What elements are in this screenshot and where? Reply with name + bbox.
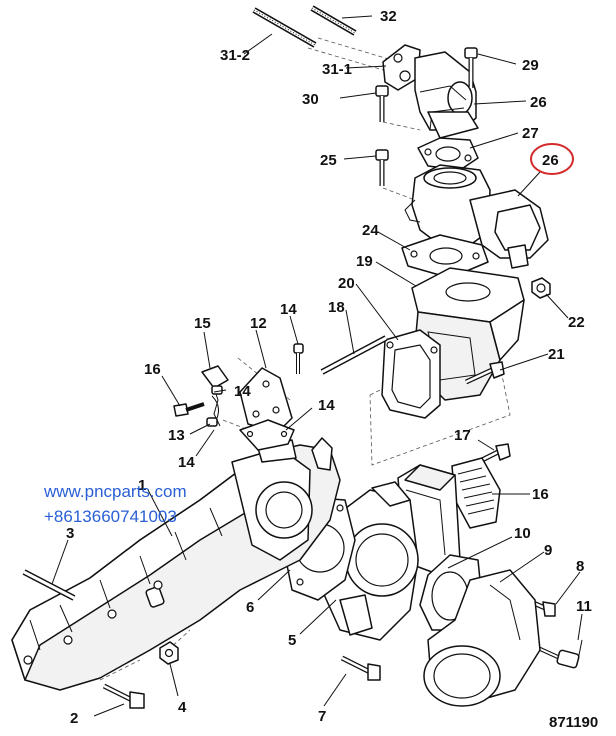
callout-8: 8 [576, 558, 584, 575]
part-30-gasket [417, 137, 479, 171]
part-13-hose [206, 395, 219, 427]
callout-6: 6 [246, 599, 254, 616]
part-3-stud [22, 569, 76, 601]
part-17-fitting [201, 365, 229, 427]
callout-16: 14 [280, 301, 297, 318]
callout-5: 5 [288, 632, 296, 649]
callout-22: 19 [356, 253, 373, 270]
callout-labels: 32 31-2 31-1 30 29 26 27 25 24 19 20 22 … [66, 8, 598, 731]
part-27-gasket [401, 234, 489, 279]
callout-11: 11 [576, 598, 592, 615]
part-16-bolt [293, 343, 304, 374]
part-15-gasket [239, 419, 295, 451]
callout-30: 27 [522, 125, 539, 142]
callout-31-1: 29 [522, 57, 539, 74]
callout-27: 24 [362, 222, 379, 239]
part-22-housing [411, 267, 525, 401]
part-23-gasket [381, 329, 441, 419]
callout-20: 17 [454, 427, 471, 444]
part-14-clip [211, 385, 223, 395]
watermark-phone: +8613660741003 [44, 507, 177, 526]
callout-10: 10 [514, 525, 531, 542]
callout-33: 31-2 [220, 47, 250, 64]
callout-26-highlight-circle [530, 143, 574, 175]
part-26-egr-valve [404, 164, 549, 269]
callout-1: 1 [138, 477, 146, 494]
part-21-stud [320, 335, 388, 375]
callout-13: 13 [168, 427, 185, 444]
part-12-bracket [239, 367, 293, 433]
part-2-bolt [102, 683, 145, 709]
alignment-lines [99, 37, 511, 681]
callout-21: 18 [328, 299, 345, 316]
part-24-bolt [464, 361, 505, 385]
callout-14-b: 14 [178, 454, 195, 471]
part-31-1-bolt [464, 47, 478, 88]
part-18-bolt [173, 402, 205, 417]
callout-19: 16 [532, 486, 549, 503]
part-31-2-bolt [375, 85, 389, 122]
part-28-bolt [375, 149, 389, 186]
callout-28: 25 [320, 152, 337, 169]
part-19-cooler [451, 457, 501, 529]
callout-24: 21 [548, 346, 565, 363]
callout-31-2: 30 [302, 91, 319, 108]
callout-23: 20 [338, 275, 355, 292]
part-7-bolt [340, 655, 381, 681]
part-32-gasket [382, 44, 421, 91]
callout-18: 16 [144, 361, 161, 378]
callout-7: 7 [318, 708, 326, 725]
callout-14-a: 14 [234, 383, 251, 400]
part-11-sensor [537, 639, 583, 669]
part-9-outlet-housing [423, 569, 541, 707]
callout-34: 32 [380, 8, 397, 25]
callout-9: 9 [544, 542, 552, 559]
part-33-stud [252, 7, 317, 48]
callout-2: 2 [70, 710, 78, 727]
callout-4: 4 [178, 699, 187, 716]
callout-17: 15 [194, 315, 211, 332]
part-25-nut [531, 277, 551, 299]
callout-15: 14 [318, 397, 335, 414]
leader-lines [51, 15, 583, 717]
part-34-stud [310, 5, 357, 36]
callout-12: 12 [250, 315, 267, 332]
callout-3: 3 [66, 525, 74, 542]
part-4-nut [159, 641, 179, 665]
watermark-url: www.pncparts.com [44, 482, 187, 501]
callout-26: 26 [542, 152, 559, 169]
callout-29: 26 [530, 94, 547, 111]
part-1-manifold [11, 437, 341, 691]
callout-32: 31-1 [322, 61, 352, 78]
callout-25: 22 [568, 314, 585, 331]
figure-number: 871190 [549, 714, 598, 731]
part-29-elbow [414, 51, 479, 139]
